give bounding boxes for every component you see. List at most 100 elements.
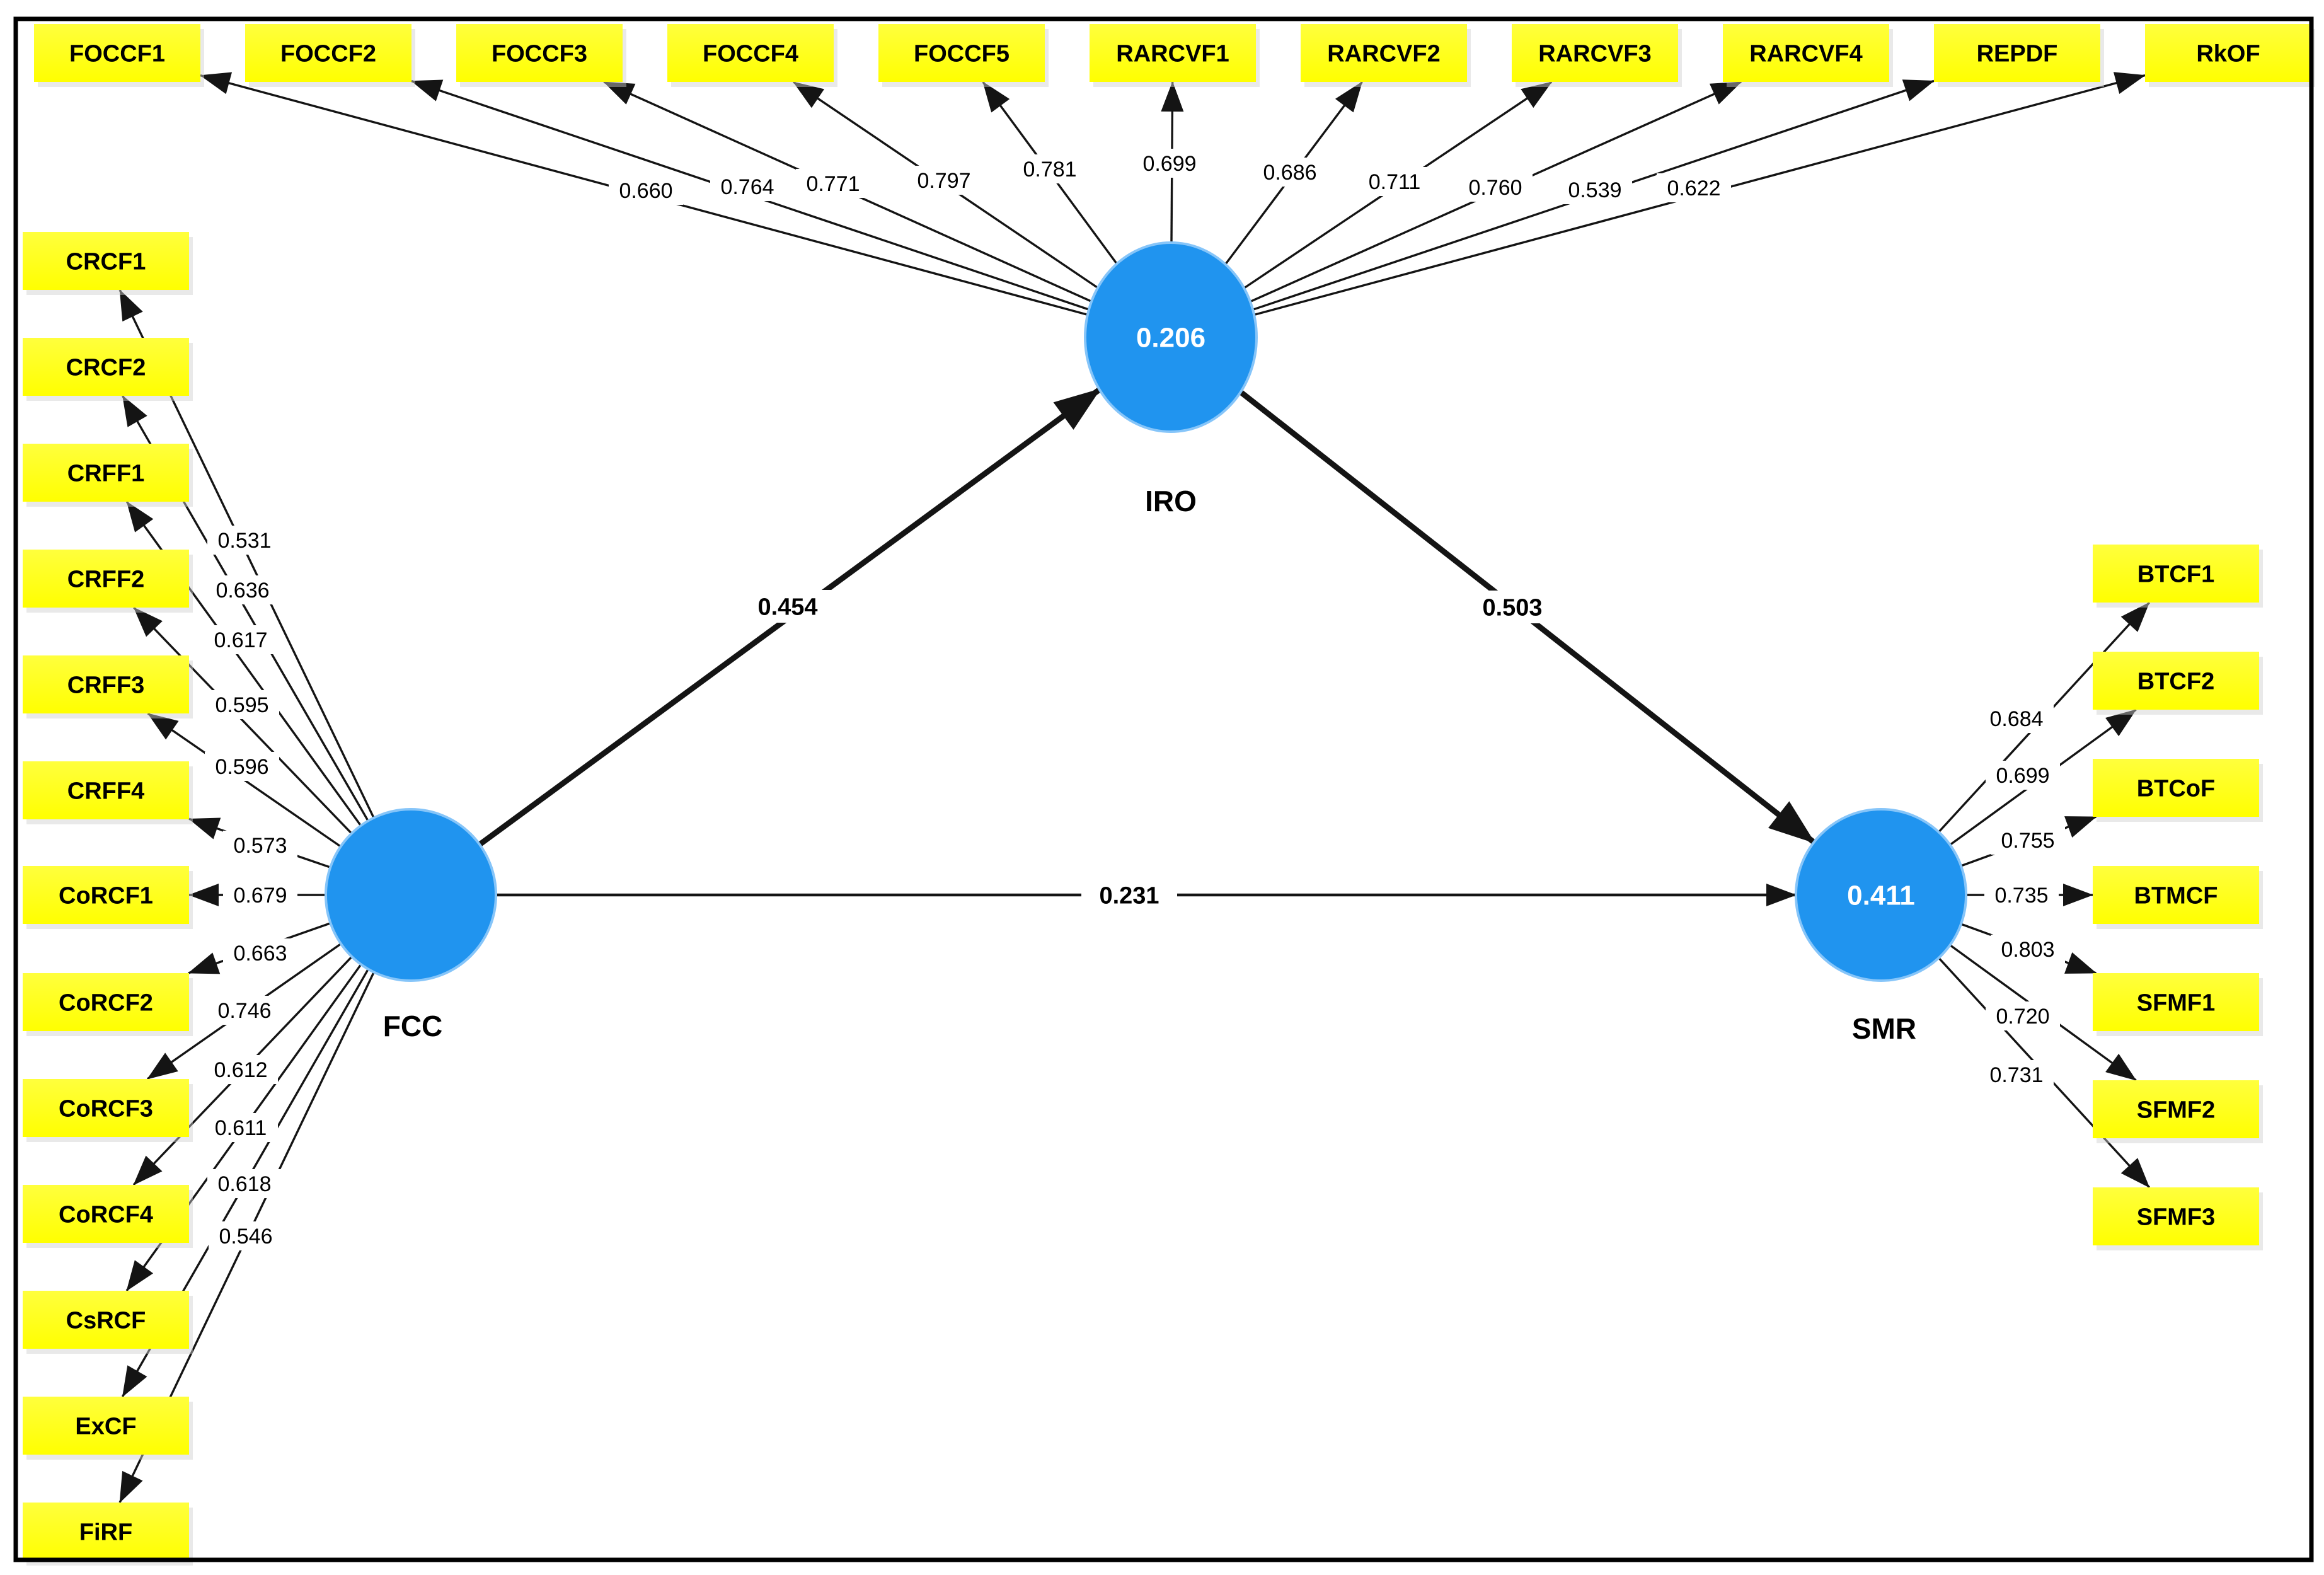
indicator-RARCVF1[interactable]: RARCVF1 (1090, 24, 1260, 87)
loading-FOCCF5: 0.781 (1013, 154, 1087, 183)
indicator-SFMF1[interactable]: SFMF1 (2093, 973, 2263, 1036)
latent-ellipse-IRO[interactable] (1084, 241, 1258, 433)
indicator-SFMF3[interactable]: SFMF3 (2093, 1187, 2263, 1250)
indicator-box[interactable] (2145, 24, 2311, 82)
loading-label-bg (1013, 154, 1087, 183)
indicator-CoRCF2[interactable]: CoRCF2 (23, 973, 193, 1036)
indicator-box[interactable] (34, 24, 200, 82)
indicator-FOCCF2[interactable]: FOCCF2 (245, 24, 415, 87)
loading-label-bg (1986, 761, 2060, 790)
loading-RARCVF4: 0.760 (1458, 173, 1533, 202)
path-coefficient-value: 0.231 (1099, 882, 1159, 909)
indicator-box[interactable] (23, 973, 189, 1031)
indicator-box[interactable] (23, 444, 189, 502)
indicator-box[interactable] (23, 232, 189, 290)
indicator-CRFF3[interactable]: CRFF3 (23, 655, 193, 718)
indicator-box[interactable] (1301, 24, 1467, 82)
latent-ellipse-FCC[interactable] (325, 808, 497, 982)
indicator-box[interactable] (23, 1291, 189, 1349)
indicator-box[interactable] (667, 24, 834, 82)
indicator-box[interactable] (23, 866, 189, 924)
latent-r2-value: 0.411 (1847, 880, 1915, 911)
indicator-FOCCF3[interactable]: FOCCF3 (456, 24, 626, 87)
indicator-box[interactable] (2093, 1080, 2259, 1138)
indicator-RkOF[interactable]: RkOF (2145, 24, 2315, 87)
indicator-FiRF[interactable]: FiRF (23, 1503, 193, 1566)
path-label-bg (1081, 879, 1177, 911)
indicator-box[interactable] (2093, 866, 2259, 924)
indicator-CsRCF[interactable]: CsRCF (23, 1291, 193, 1354)
loading-label-bg (204, 1055, 278, 1084)
indicator-CRFF4[interactable]: CRFF4 (23, 761, 193, 824)
loading-label-bg (1979, 1060, 2054, 1089)
loading-SFMF2: 0.720 (1986, 1001, 2060, 1030)
indicator-box[interactable] (1723, 24, 1889, 82)
latent-FCC[interactable]: FCC (325, 808, 497, 1042)
loading-FOCCF3: 0.771 (796, 169, 870, 198)
indicator-box[interactable] (2093, 652, 2259, 710)
indicator-CoRCF1[interactable]: CoRCF1 (23, 866, 193, 929)
indicator-box[interactable] (23, 655, 189, 713)
indicator-box[interactable] (23, 338, 189, 396)
loading-SFMF3: 0.731 (1979, 1060, 2054, 1089)
indicator-CRFF2[interactable]: CRFF2 (23, 550, 193, 613)
indicator-box[interactable] (2093, 1187, 2259, 1245)
indicator-box-label: FOCCF1 (69, 40, 165, 67)
indicator-CRCF1[interactable]: CRCF1 (23, 232, 193, 295)
latent-ellipse-SMR[interactable] (1795, 808, 1967, 982)
loading-value: 0.797 (917, 169, 970, 193)
indicator-box[interactable] (23, 1503, 189, 1561)
indicator-box-label: RARCVF1 (1116, 40, 1229, 67)
indicator-box[interactable] (245, 24, 411, 82)
indicator-CoRCF4[interactable]: CoRCF4 (23, 1185, 193, 1248)
indicator-box-label: SFMF2 (2137, 1097, 2216, 1123)
loading-CRFF1: 0.617 (204, 625, 278, 654)
loading-label-bg (205, 690, 279, 719)
indicator-BTCF1[interactable]: BTCF1 (2093, 545, 2263, 608)
indicator-REPDF[interactable]: REPDF (1934, 24, 2104, 87)
loading-value: 0.679 (233, 884, 287, 908)
loading-arrow-CRFF2[interactable] (133, 606, 353, 834)
indicator-FOCCF5[interactable]: FOCCF5 (878, 24, 1049, 87)
loading-value: 0.760 (1468, 176, 1522, 200)
indicator-box-label: REPDF (1977, 40, 2058, 67)
loading-value: 0.611 (215, 1116, 267, 1140)
indicator-box[interactable] (23, 550, 189, 608)
loading-label-bg (1132, 149, 1207, 178)
loading-value: 0.803 (2001, 938, 2054, 962)
indicator-box[interactable] (23, 761, 189, 819)
indicator-RARCVF4[interactable]: RARCVF4 (1723, 24, 1893, 87)
indicator-box[interactable] (2093, 759, 2259, 817)
indicator-BTCF2[interactable]: BTCF2 (2093, 652, 2263, 715)
indicator-box-label: RARCVF2 (1327, 40, 1440, 67)
indicator-box-label: FOCCF2 (280, 40, 376, 67)
indicator-box[interactable] (2093, 545, 2259, 603)
indicator-box[interactable] (456, 24, 623, 82)
indicator-CRFF1[interactable]: CRFF1 (23, 444, 193, 507)
loading-value: 0.771 (806, 172, 860, 196)
indicator-BTCoF[interactable]: BTCoF (2093, 759, 2263, 822)
indicator-ExCF[interactable]: ExCF (23, 1397, 193, 1460)
indicator-CRCF2[interactable]: CRCF2 (23, 338, 193, 401)
indicator-box[interactable] (1090, 24, 1256, 82)
path-coefficient-value: 0.454 (757, 594, 817, 620)
indicator-box[interactable] (878, 24, 1045, 82)
indicator-box[interactable] (23, 1397, 189, 1455)
indicator-box[interactable] (1512, 24, 1678, 82)
indicator-RARCVF3[interactable]: RARCVF3 (1512, 24, 1682, 87)
indicator-box[interactable] (1934, 24, 2100, 82)
indicator-box[interactable] (23, 1185, 189, 1243)
loading-label-bg (796, 169, 870, 198)
indicator-RARCVF2[interactable]: RARCVF2 (1301, 24, 1471, 87)
indicator-FOCCF4[interactable]: FOCCF4 (667, 24, 837, 87)
indicator-BTMCF[interactable]: BTMCF (2093, 866, 2263, 929)
loading-CsRCF: 0.611 (204, 1113, 278, 1142)
indicator-box[interactable] (23, 1079, 189, 1137)
indicator-SFMF2[interactable]: SFMF2 (2093, 1080, 2263, 1143)
indicator-box[interactable] (2093, 973, 2259, 1031)
indicator-FOCCF1[interactable]: FOCCF1 (34, 24, 204, 87)
indicator-CoRCF3[interactable]: CoRCF3 (23, 1079, 193, 1142)
